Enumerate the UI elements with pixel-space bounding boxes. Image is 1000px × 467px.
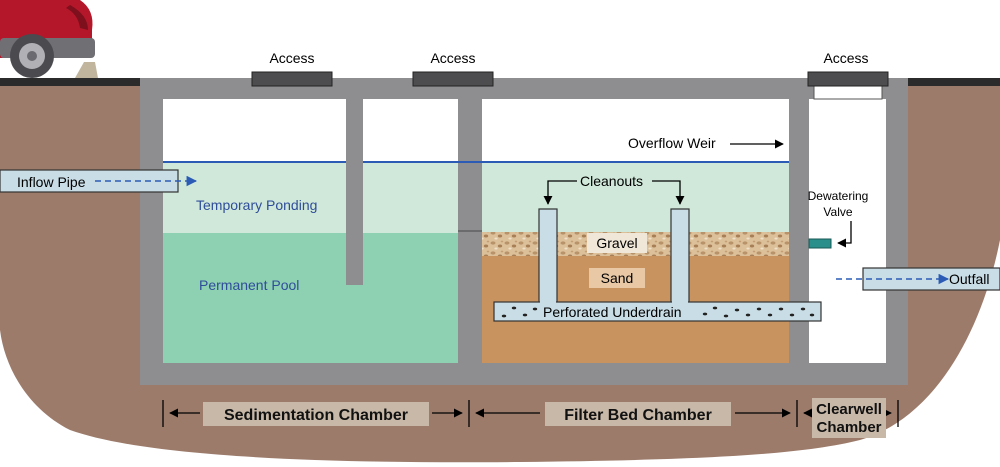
baffle-wall — [346, 99, 363, 285]
dewatering-valve-arrow — [837, 221, 852, 248]
clearwell-chamber-label-1: Clearwell — [816, 401, 882, 418]
gravel-label: Gravel — [596, 235, 637, 251]
gravel-label-bg — [587, 233, 647, 253]
temporary-ponding-water — [163, 162, 458, 233]
perforated-underdrain — [493, 301, 822, 322]
sand-label-bg — [589, 268, 645, 288]
weir-wall — [789, 160, 809, 363]
access-cover-2 — [412, 71, 494, 87]
cleanout-pipe-2 — [670, 208, 690, 308]
ground-surface-left — [0, 78, 140, 86]
access-label-3: Access — [823, 50, 868, 66]
dewatering-valve-label-2: Valve — [823, 205, 852, 219]
cleanout-pipe-1 — [538, 208, 558, 308]
clearwell-interior — [809, 99, 886, 363]
sedimentation-chamber-label: Sedimentation Chamber — [224, 407, 408, 424]
cleanouts-arrow-left — [543, 180, 577, 205]
cleanouts-arrow-right — [652, 180, 685, 205]
filter-air-gap — [786, 99, 789, 162]
cleanouts-label: Cleanouts — [580, 173, 643, 189]
sed-filter-divider-wall — [458, 230, 482, 363]
outfall-label: Outfall — [949, 271, 989, 287]
dewatering-valve — [808, 238, 832, 249]
filter-interior-air — [482, 99, 789, 162]
filter-ponding-water — [482, 162, 789, 232]
clearwell-chamber-label-bg — [812, 398, 886, 438]
filter-bed-chamber-label-bg — [545, 402, 731, 426]
clearwell-chamber-label-2: Chamber — [816, 419, 881, 436]
weir-top-baffle — [789, 99, 809, 129]
ground-surface-right — [908, 78, 1000, 86]
access-cover-1 — [251, 71, 333, 87]
permanent-pool-label: Permanent Pool — [199, 277, 299, 293]
temporary-ponding-label: Temporary Ponding — [196, 197, 317, 213]
dewatering-valve-label-1: Dewatering — [808, 189, 869, 203]
chamber-extent-markers — [162, 400, 899, 427]
permanent-pool-water — [163, 233, 458, 363]
sedimentation-chamber-label-bg — [203, 402, 429, 426]
underdrain-joint-2 — [672, 300, 688, 306]
filter-bed-chamber-label: Filter Bed Chamber — [564, 407, 712, 424]
inflow-pipe-label: Inflow Pipe — [17, 174, 86, 190]
underdrain-perforations — [501, 306, 815, 318]
access-label-2: Access — [430, 50, 475, 66]
underdrain-joint-1 — [540, 300, 556, 306]
sed-filter-divider-cap — [458, 230, 482, 232]
overflow-weir-label: Overflow Weir — [628, 135, 716, 151]
car-illustration — [0, 0, 98, 78]
access-cover-3 — [807, 71, 889, 87]
perforated-underdrain-label: Perforated Underdrain — [543, 304, 682, 320]
sedimentation-interior-air — [163, 99, 458, 162]
access-label-1: Access — [269, 50, 314, 66]
sand-label: Sand — [601, 270, 634, 286]
